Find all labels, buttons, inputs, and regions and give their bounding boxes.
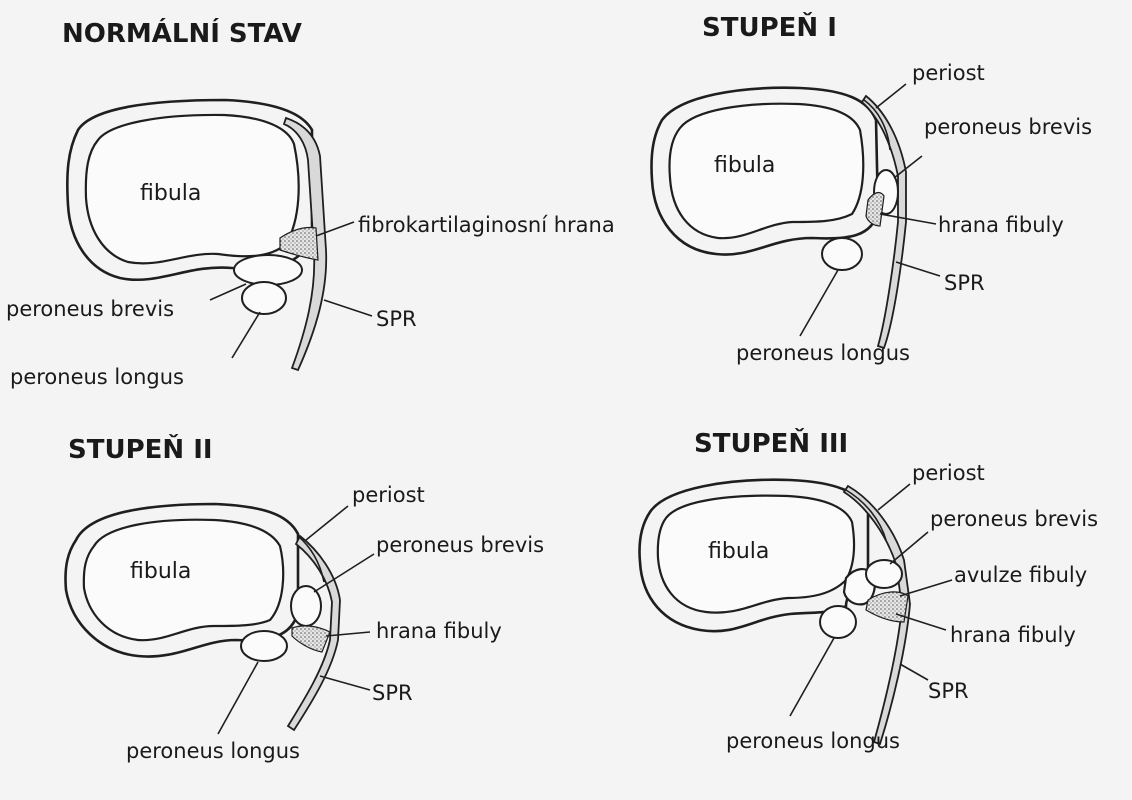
panel-grade3: STUPEŇ III fibula periost peroneus brevi… — [638, 427, 1098, 753]
panel-grade1-edge-leader — [879, 213, 937, 225]
panel-grade1-edge-label: hrana fibuly — [938, 213, 1064, 237]
panel-grade3-avulsion-label: avulze fibuly — [954, 563, 1087, 587]
panel-grade1-fibula-inner — [668, 102, 865, 240]
panel-grade1-longus-label: peroneus longus — [736, 341, 910, 365]
panel-grade3-fibula-inner — [656, 494, 856, 614]
panel-grade3-edge-label: hrana fibuly — [950, 623, 1076, 647]
panel-normal-fibula-inner — [84, 113, 300, 265]
panel-grade1-periost — [863, 99, 891, 151]
panel-normal-longus-label: peroneus longus — [10, 365, 184, 389]
panel-grade1-brevis-leader — [893, 155, 923, 179]
panel-grade2-peroneus-longus — [240, 630, 288, 662]
panel-grade1-periost-label: periost — [912, 61, 985, 85]
panel-grade2-spr-label: SPR — [372, 681, 413, 705]
panel-grade2-fibula-label: fibula — [130, 559, 191, 584]
panel-normal-edge-leader — [315, 221, 355, 237]
panel-grade2-periost — [297, 535, 325, 583]
panel-normal-title: NORMÁLNÍ STAV — [62, 17, 302, 49]
panel-grade3-brevis-leader — [889, 531, 929, 565]
panel-grade2-longus-label: peroneus longus — [126, 739, 300, 763]
panel-grade1-periost-leader — [875, 83, 907, 109]
panel-grade3-avulsion-leader — [899, 579, 953, 597]
panel-grade2-fibula-inner — [82, 518, 285, 642]
panel-grade1-brevis-label: peroneus brevis — [924, 115, 1092, 139]
panel-grade1-longus-leader — [799, 269, 839, 337]
panel-grade3-peroneus-longus — [819, 605, 857, 639]
panel-grade1-spr-label: SPR — [944, 271, 985, 295]
panel-normal-spr-leader — [323, 299, 373, 317]
panel-normal-brevis-leader — [209, 283, 247, 301]
panel-grade1-title: STUPEŇ I — [702, 11, 837, 43]
panel-grade3-longus-leader — [789, 637, 835, 717]
panel-grade3-spr-leader — [899, 663, 929, 681]
panel-grade1-spr-leader — [895, 261, 941, 277]
panel-grade3-periost-leader — [877, 483, 911, 511]
panel-grade1-peroneus-longus — [821, 237, 863, 271]
panel-grade3-spr-label: SPR — [928, 679, 969, 703]
panel-grade2-peroneus-brevis — [290, 585, 322, 627]
panel-grade3-fibula-label: fibula — [708, 539, 769, 564]
panel-normal-spr-label: SPR — [376, 307, 417, 331]
panel-grade3-edge-leader — [895, 613, 947, 631]
panel-grade2-periost-leader — [305, 505, 349, 541]
panel-grade2-edge — [291, 625, 331, 653]
panel-normal-edge-label: fibrokartilaginosní hrana — [358, 213, 615, 237]
panel-grade1-spr — [860, 94, 907, 350]
panel-grade1-fibula-label: fibula — [714, 153, 775, 178]
panel-normal-peroneus-brevis — [233, 254, 303, 286]
panel-normal: NORMÁLNÍ STAV fibula fibrokartilaginosní… — [6, 17, 615, 389]
panel-normal-fibula-label: fibula — [140, 181, 201, 206]
panel-normal-fibrocartilage — [279, 226, 319, 261]
panel-grade3-spr — [842, 484, 911, 746]
panel-grade2-edge-label: hrana fibuly — [376, 619, 502, 643]
panel-grade1-fibula-outer — [650, 86, 880, 256]
panel-normal-peroneus-longus — [241, 281, 287, 315]
panel-grade1: STUPEŇ I fibula periost peroneus brevis … — [650, 11, 1092, 365]
panel-grade3-title: STUPEŇ III — [694, 427, 848, 459]
panel-grade3-peroneus-brevis — [865, 559, 903, 589]
panel-grade3-periost-label: periost — [912, 461, 985, 485]
panel-normal-longus-leader — [231, 311, 261, 359]
panel-grade2-title: STUPEŇ II — [68, 433, 213, 465]
panel-grade1-edge — [865, 191, 885, 227]
panel-grade3-brevis-label: peroneus brevis — [930, 507, 1098, 531]
panel-normal-spr — [282, 116, 328, 372]
panel-grade3-periost — [845, 489, 887, 541]
panel-grade2-brevis-leader — [313, 553, 375, 593]
panel-grade2-periost-label: periost — [352, 483, 425, 507]
panel-grade2-edge-leader — [325, 631, 371, 637]
panel-grade3-longus-label: peroneus longus — [726, 729, 900, 753]
panel-grade2-longus-leader — [217, 661, 259, 735]
panel-grade2: STUPEŇ II fibula periost peroneus brevis… — [64, 433, 544, 763]
panel-grade2-brevis-label: peroneus brevis — [376, 533, 544, 557]
panel-grade2-spr-leader — [319, 675, 371, 691]
panel-normal-brevis-label: peroneus brevis — [6, 297, 174, 321]
